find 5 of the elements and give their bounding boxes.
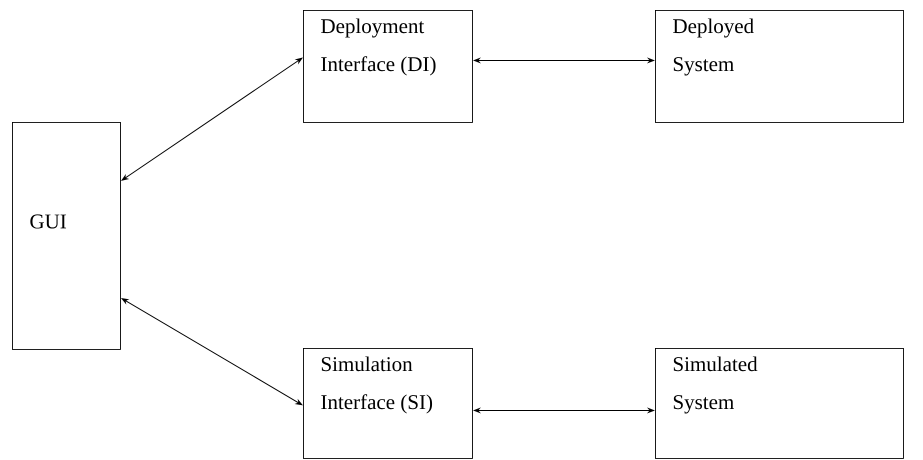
- process-box: Deployment Interface (DI): [303, 10, 473, 123]
- process-box: GUI: [12, 122, 121, 350]
- process-box: Simulated System: [655, 348, 904, 459]
- process-box: Simulation Interface (SI): [303, 348, 473, 459]
- process-box: Deployed System: [655, 10, 904, 123]
